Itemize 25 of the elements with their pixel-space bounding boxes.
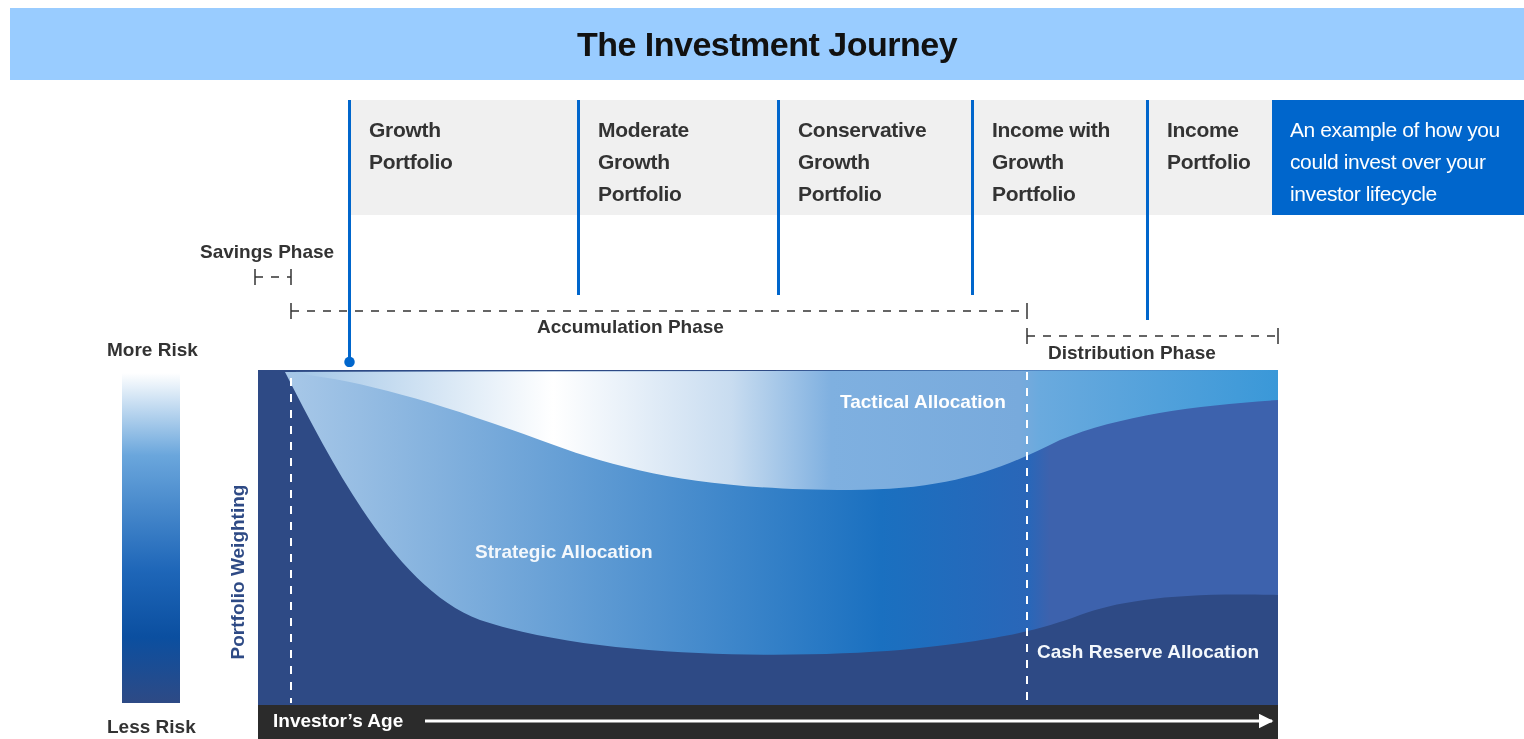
chart-label: Strategic Allocation — [475, 541, 653, 563]
axis-label: Portfolio Weighting — [227, 484, 249, 660]
chart-label: Savings Phase — [200, 241, 335, 263]
portfolio-name: Growth Portfolio — [369, 117, 454, 175]
portfolio-name: Income Portfolio — [1167, 117, 1252, 175]
portfolio-name: Moderate Growth Portfolio — [598, 117, 690, 207]
chart-label: Less Risk — [107, 716, 196, 738]
chart-label: More Risk — [107, 339, 198, 361]
title: The Investment Journey — [576, 24, 958, 64]
chart-label: Distribution Phase — [1048, 342, 1216, 364]
description-text: An example of how you could invest over your investor lifecycle — [1290, 117, 1501, 207]
portfolio-name: Income with Growth Portfolio — [992, 117, 1112, 207]
portfolio-column — [971, 100, 1146, 215]
area-chart-drawing — [258, 370, 1278, 705]
portfolio-name: Conservative Growth Portfolio — [798, 117, 928, 207]
chart-label: Cash Reserve Allocation — [1037, 641, 1260, 663]
portfolio-column — [1146, 100, 1272, 215]
chart-label: Investor’s Age — [273, 710, 404, 732]
info-box — [1272, 100, 1524, 215]
chart-label: Accumulation Phase — [537, 316, 724, 338]
chart-label: Tactical Allocation — [840, 391, 1006, 413]
leader-line — [344, 215, 355, 368]
portfolio-column — [348, 100, 577, 215]
portfolio-column — [777, 100, 971, 215]
portfolio-column — [577, 100, 777, 215]
